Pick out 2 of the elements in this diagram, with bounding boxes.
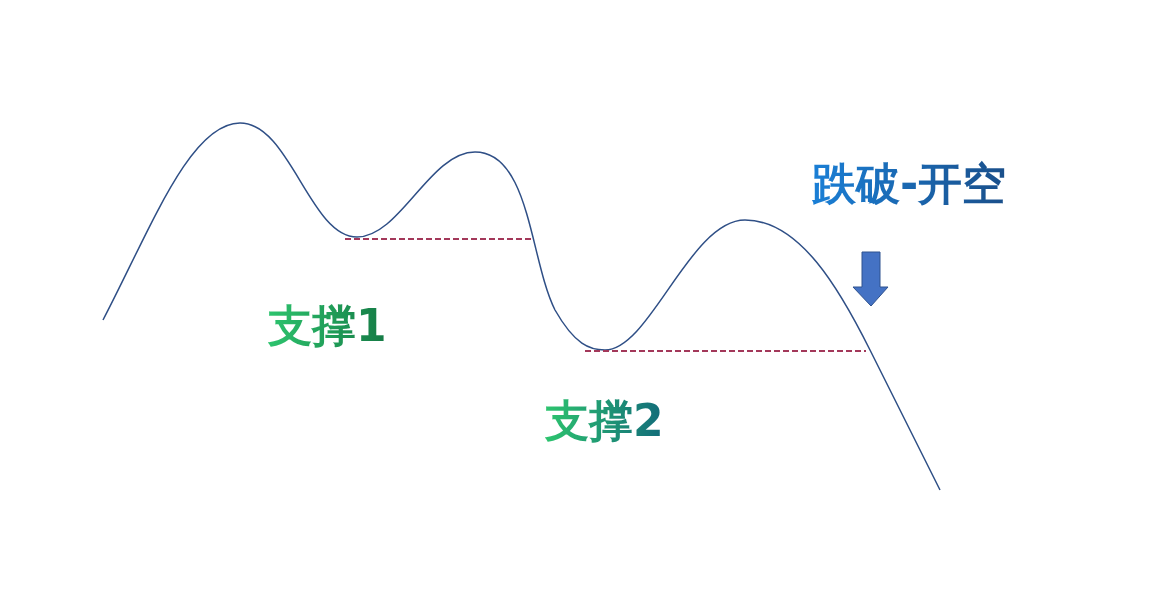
annotation-label: 跌破-开空 [812,160,1007,209]
annotation-label: 支撑1 [268,302,387,351]
